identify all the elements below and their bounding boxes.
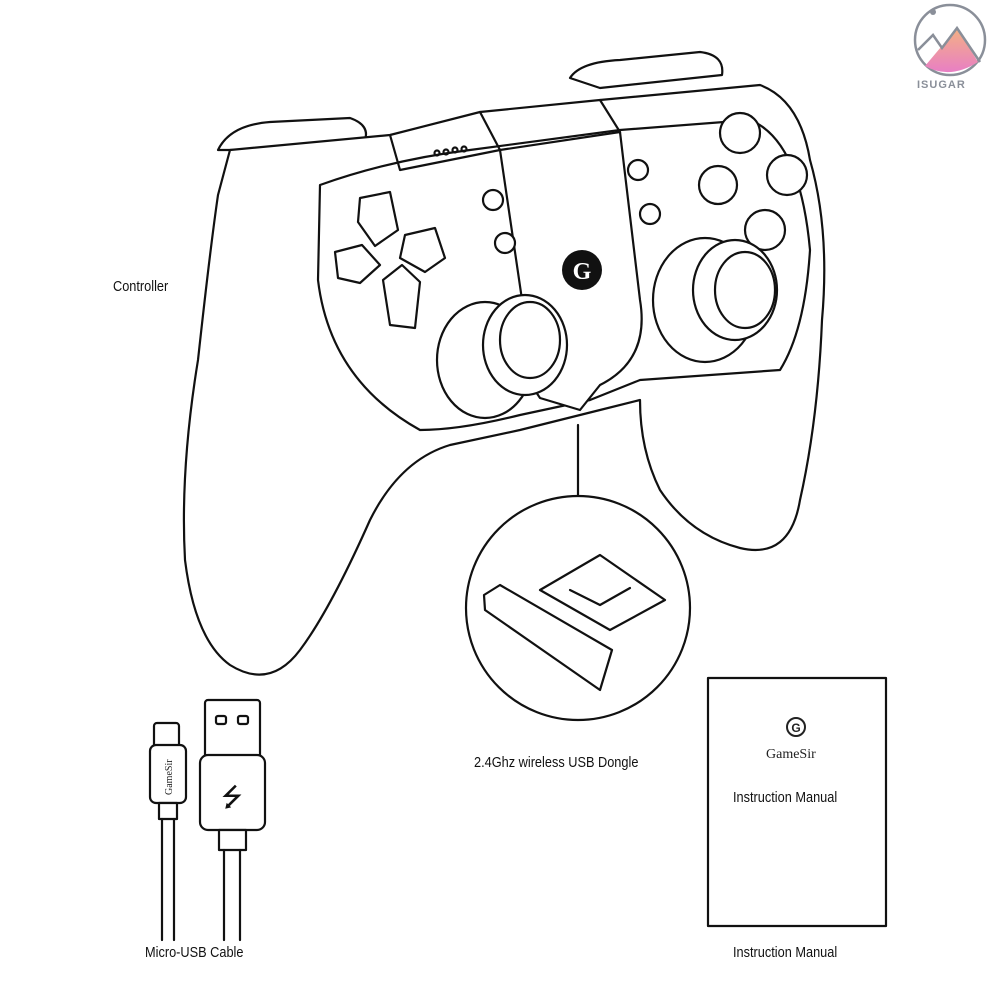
controller-illustration: G bbox=[182, 50, 826, 676]
dongle-label: 2.4Ghz wireless USB Dongle bbox=[474, 754, 639, 771]
gamesir-logo-icon: G bbox=[562, 250, 602, 290]
usb-symbol-icon: ⭍ bbox=[221, 782, 243, 812]
instruction-manual-illustration bbox=[706, 676, 888, 928]
svg-text:G: G bbox=[791, 721, 800, 735]
indicator-leds-icon bbox=[433, 145, 468, 157]
cable-label: Micro-USB Cable bbox=[145, 944, 244, 961]
manual-label: Instruction Manual bbox=[733, 944, 838, 961]
controller-label: Controller bbox=[113, 278, 169, 295]
manual-logo-icon: G bbox=[786, 717, 806, 737]
face-buttons-icon bbox=[697, 111, 809, 252]
isugar-logo bbox=[913, 3, 987, 77]
right-thumbstick-icon bbox=[651, 236, 779, 364]
watermark-text: ISUGAR bbox=[917, 79, 966, 91]
svg-text:G: G bbox=[573, 259, 592, 285]
dpad-icon bbox=[333, 190, 447, 330]
manual-cover-title: Instruction Manual bbox=[733, 789, 838, 806]
manual-brand: GameSir bbox=[766, 747, 816, 762]
micro-usb-cable-illustration: GameSir ⭍ bbox=[148, 698, 267, 942]
usb-dongle-illustration bbox=[464, 494, 692, 722]
left-thumbstick-icon bbox=[435, 293, 569, 420]
cable-brand: GameSir bbox=[164, 759, 175, 795]
